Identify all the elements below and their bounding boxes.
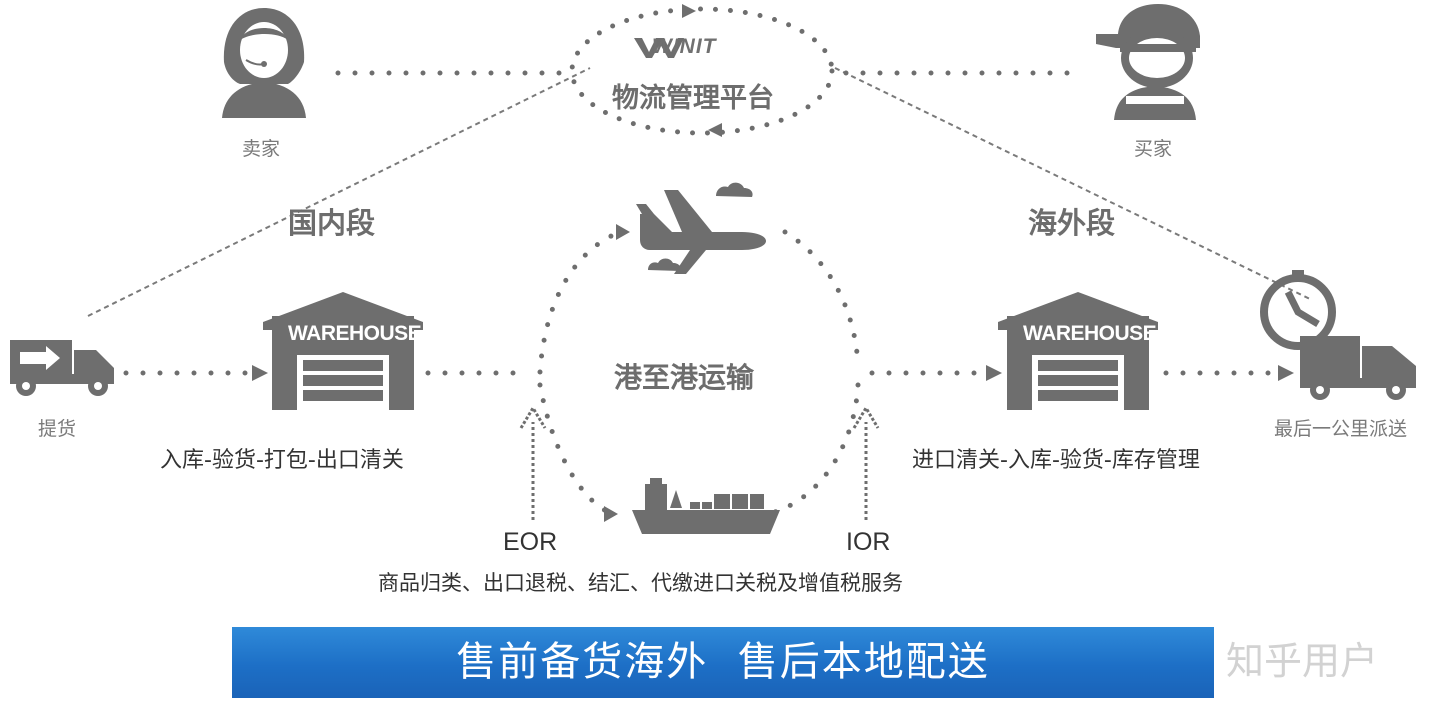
right-steps-label: 进口清关-入库-验货-库存管理 <box>912 448 1200 473</box>
warehouse-right-icon <box>998 292 1158 410</box>
buyer-label: 买家 <box>1134 138 1173 160</box>
flow-arrow-2-icon <box>986 365 1002 381</box>
platform-arrow-top-icon <box>682 4 696 18</box>
stopwatch-icon <box>1260 270 1336 350</box>
port-transport-label: 港至港运输 <box>614 361 755 394</box>
port-ring-left-upper <box>537 229 623 375</box>
port-ring-left-lower <box>537 382 611 515</box>
services-label: 商品归类、出口退税、结汇、代缴进口关税及增值税服务 <box>378 571 903 595</box>
cargo-ship-icon <box>632 478 780 534</box>
overseas-segment-label: 海外段 <box>1028 206 1116 240</box>
winit-logo-mark <box>634 38 684 58</box>
eor-arrow-icon <box>519 405 547 429</box>
slogan-banner: 售前备货海外 售后本地配送 <box>232 627 1214 698</box>
ior-label: IOR <box>846 528 891 556</box>
ior-arrow-icon <box>852 405 880 429</box>
warehouse-left-icon <box>263 292 423 410</box>
domestic-segment-label: 国内段 <box>288 206 376 240</box>
ring-arrow-plane-icon <box>616 224 630 240</box>
ring-arrow-ship-icon <box>604 506 618 522</box>
pickup-truck-icon <box>10 340 114 396</box>
seller-avatar-icon <box>222 8 306 118</box>
brand-name: WINIT <box>652 35 717 58</box>
watermark: 知乎用户 <box>1226 639 1379 683</box>
eor-label: EOR <box>503 528 558 556</box>
slogan-text: 售前备货海外 售后本地配送 <box>456 639 990 685</box>
airplane-icon <box>636 190 766 274</box>
left-steps-label: 入库-验货-打包-出口清关 <box>160 448 404 473</box>
last-mile-label: 最后一公里派送 <box>1274 418 1408 440</box>
delivery-van-icon <box>1300 336 1416 400</box>
port-ring-right-upper <box>782 229 861 368</box>
port-ring-right-lower <box>772 382 861 515</box>
seller-label: 卖家 <box>242 138 281 160</box>
warehouse-left-label: WAREHOUSE <box>288 322 422 345</box>
domestic-dashed-line <box>87 67 591 317</box>
flow-arrow-1-icon <box>252 365 268 381</box>
platform-title: 物流管理平台 <box>612 83 774 114</box>
platform-ellipse <box>569 6 835 136</box>
platform-arrow-bottom-icon <box>708 123 722 137</box>
warehouse-right-label: WAREHOUSE <box>1023 322 1157 345</box>
buyer-avatar-icon <box>1096 4 1200 120</box>
overseas-dashed-line <box>834 67 1313 301</box>
flow-arrow-3-icon <box>1278 365 1294 381</box>
cloud-icon <box>648 182 753 271</box>
pickup-label: 提货 <box>38 418 77 440</box>
